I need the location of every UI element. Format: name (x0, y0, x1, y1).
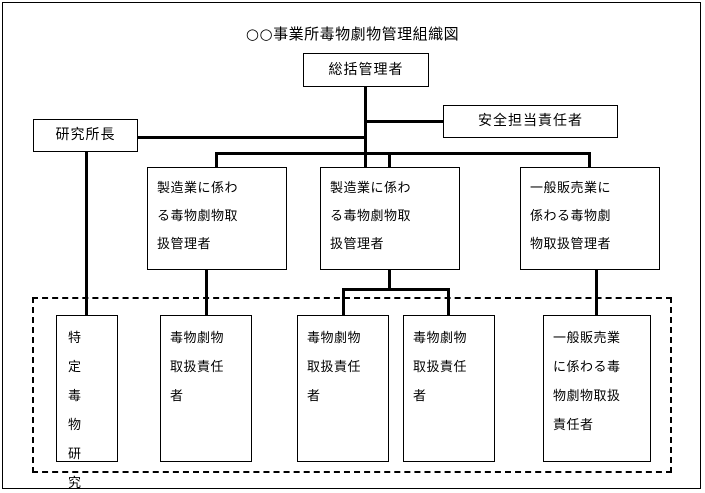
node-handling-supervisor-1-label: 毒物劇物 取扱責任 者 (170, 331, 225, 404)
node-manufacturing-manager-1-label: 製造業に係わ る毒物劇物取 扱管理者 (157, 181, 239, 252)
node-lab-director-label: 研究所長 (55, 127, 116, 143)
node-retail-handling-supervisor[interactable]: 一般販売業 に係わる毒 物劇物取扱 責任者 (543, 315, 651, 462)
connector-mgr2-stem (388, 270, 391, 290)
node-lab-director[interactable]: 研究所長 (33, 119, 138, 152)
node-special-poison-researcher-label: 特定 毒物 研究 者 (68, 331, 90, 491)
connector-manager-drop-1 (215, 152, 218, 170)
node-handling-supervisor-3[interactable]: 毒物劇物 取扱責任 者 (403, 315, 495, 462)
connector-to-safety-officer (364, 120, 446, 123)
node-handling-supervisor-1[interactable]: 毒物劇物 取扱責任 者 (160, 315, 252, 462)
connector-manager-drop-2 (388, 152, 391, 170)
node-retail-manager[interactable]: 一般販売業に 係わる毒物劇 物取扱管理者 (520, 167, 660, 270)
connector-mgr2-drop-right (447, 288, 450, 318)
connector-mgr2-split-bar (342, 288, 450, 291)
node-top-manager[interactable]: 総括管理者 (303, 53, 429, 87)
node-manufacturing-manager-2[interactable]: 製造業に係わ る毒物劇物取 扱管理者 (320, 167, 460, 270)
node-handling-supervisor-3-label: 毒物劇物 取扱責任 者 (413, 331, 468, 404)
node-handling-supervisor-2[interactable]: 毒物劇物 取扱責任 者 (297, 315, 389, 462)
outer-border (2, 2, 701, 489)
node-manufacturing-manager-1[interactable]: 製造業に係わ る毒物劇物取 扱管理者 (147, 167, 287, 270)
connector-to-lab-director (136, 136, 366, 139)
connector-top-trunk (364, 86, 367, 170)
connector-manager-bus (215, 152, 591, 155)
node-safety-officer-label: 安全担当責任者 (478, 113, 583, 129)
page-title: ○○事業所毒物劇物管理組織図 (245, 25, 460, 43)
node-retail-manager-label: 一般販売業に 係わる毒物劇 物取扱管理者 (530, 181, 612, 252)
connector-retail-mgr-to-supervisor (595, 270, 598, 318)
connector-manager-drop-3 (588, 152, 591, 170)
connector-lab-director-to-researcher (85, 151, 88, 318)
node-safety-officer[interactable]: 安全担当責任者 (443, 105, 618, 138)
responsible-persons-group-boundary (32, 297, 672, 473)
connector-mgr1-to-supervisor (205, 270, 208, 318)
node-retail-handling-supervisor-label: 一般販売業 に係わる毒 物劇物取扱 責任者 (553, 331, 621, 433)
node-handling-supervisor-2-label: 毒物劇物 取扱責任 者 (307, 331, 362, 404)
node-special-poison-researcher[interactable]: 特定 毒物 研究 者 (56, 315, 118, 491)
node-top-manager-label: 総括管理者 (328, 62, 404, 78)
connector-mgr2-drop-left (342, 288, 345, 318)
node-manufacturing-manager-2-label: 製造業に係わ る毒物劇物取 扱管理者 (330, 181, 412, 252)
